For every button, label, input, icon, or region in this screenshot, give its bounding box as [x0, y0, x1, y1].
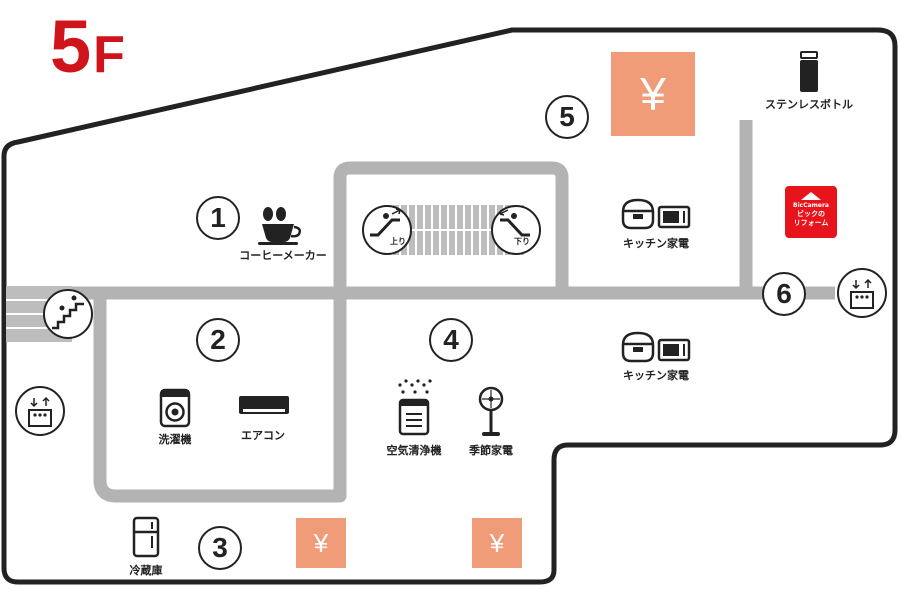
air-conditioner-icon — [239, 396, 289, 414]
microwave-icon — [657, 338, 691, 362]
refrigerator-icon — [132, 516, 160, 558]
label-coffee-maker: コーヒーメーカー — [239, 249, 327, 262]
label-refrigerator: 冷蔵庫 — [129, 564, 163, 577]
escalator-up-icon[interactable] — [362, 205, 412, 255]
cashier-icon[interactable]: ¥ — [611, 52, 695, 136]
coffee-cup-icon — [258, 207, 302, 245]
cashier-icon[interactable]: ¥ — [296, 518, 346, 568]
escalator-up-label: 上り — [390, 237, 406, 246]
label-stainless-bottle: ステンレスボトル — [765, 98, 853, 111]
cashier-icon[interactable]: ¥ — [472, 518, 522, 568]
elevator-icon[interactable] — [15, 386, 65, 436]
rice-cooker-icon — [621, 198, 655, 230]
elevator-icon[interactable] — [837, 268, 887, 318]
escalator-down-icon[interactable] — [491, 205, 541, 255]
stairs-icon[interactable] — [43, 289, 93, 339]
zone-1-marker[interactable]: 1 — [196, 196, 240, 240]
floor-number: 5 — [50, 5, 94, 88]
label-seasonal-appliances: 季節家電 — [469, 444, 513, 457]
air-purifier-icon — [398, 379, 432, 436]
reform-logo-icon[interactable]: BicCamera ビックの リフォーム — [785, 186, 837, 238]
washing-machine-icon — [159, 388, 191, 428]
zone-3-marker[interactable]: 3 — [198, 526, 242, 570]
bottle-icon — [800, 51, 818, 92]
zone-6-marker[interactable]: 6 — [762, 272, 806, 316]
label-air-purifier: 空気清浄機 — [386, 444, 442, 457]
zone-4-marker[interactable]: 4 — [429, 318, 473, 362]
floor-outline — [1, 27, 898, 585]
label-air-conditioner: エアコン — [241, 429, 285, 442]
microwave-icon — [657, 205, 691, 229]
reform-brand: BicCamera — [793, 202, 829, 209]
zone-2-marker[interactable]: 2 — [196, 318, 240, 362]
fan-icon — [478, 386, 504, 436]
walkway-paths — [10, 120, 835, 503]
label-kitchen-appliances-bottom: キッチン家電 — [623, 369, 689, 382]
floor-suffix: F — [93, 26, 127, 84]
floor-label: 5F — [50, 10, 127, 84]
rice-cooker-icon — [621, 331, 655, 363]
reform-line1: ビックの — [797, 210, 825, 218]
escalator-down-label: 下り — [514, 237, 530, 246]
reform-line2: リフォーム — [793, 219, 829, 227]
label-kitchen-appliances-top: キッチン家電 — [623, 237, 689, 250]
label-washing-machine: 洗濯機 — [158, 433, 192, 446]
zone-5-marker[interactable]: 5 — [545, 95, 589, 139]
